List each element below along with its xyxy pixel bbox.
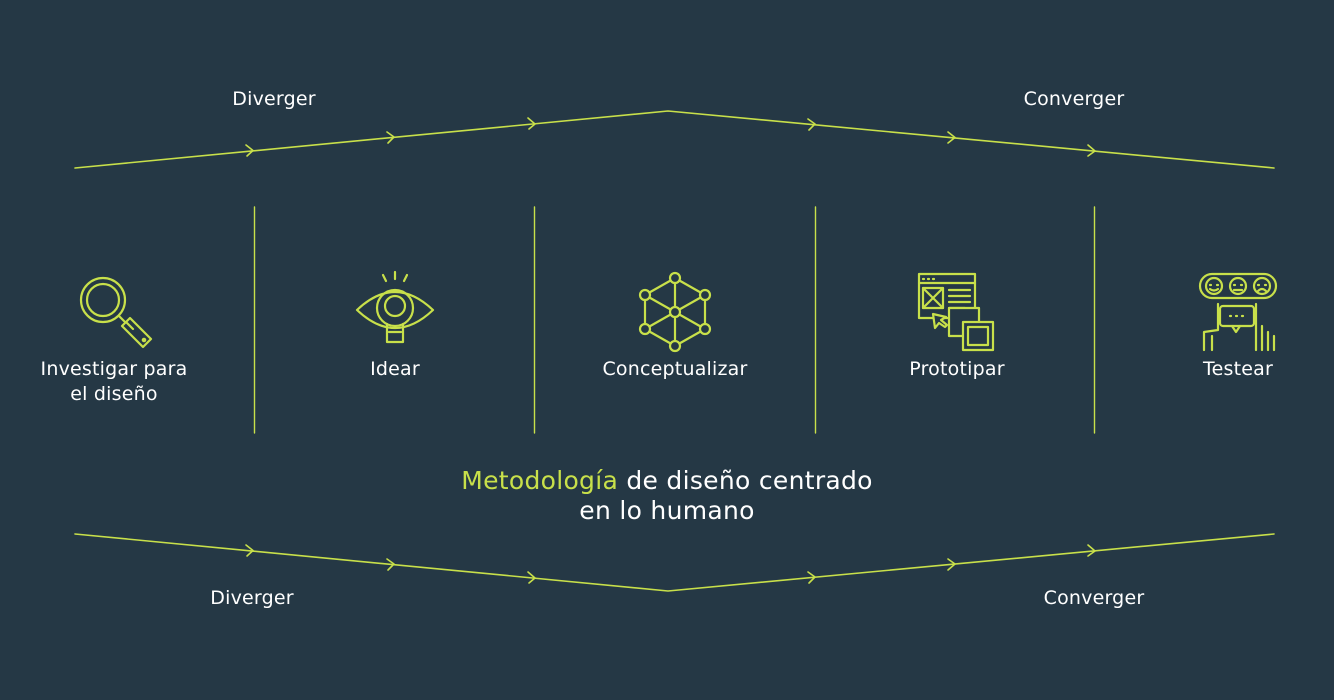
stage-label: Conceptualizar — [602, 358, 748, 380]
arrow-icon — [947, 558, 956, 571]
bottom-diverge-label: Diverger — [210, 587, 294, 609]
stage-conceptualize: Conceptualizar — [565, 270, 785, 382]
arrow-icon — [807, 571, 816, 584]
arrow-icon — [386, 131, 395, 144]
bottom-converge-label: Converger — [1043, 587, 1145, 609]
arrow-icon — [245, 144, 254, 157]
top-flow-line — [74, 110, 1275, 169]
stage-label: Testear — [1203, 358, 1273, 380]
bottom-flow-line — [74, 533, 1275, 592]
arrow-icon — [947, 131, 956, 144]
stage-label: Prototipar — [909, 358, 1005, 380]
arrow-icon — [1087, 144, 1096, 157]
stage-label: Investigar para el diseño — [40, 358, 188, 405]
stage-test: Testear — [1128, 270, 1334, 382]
stage-prototype: Prototipar — [847, 270, 1067, 382]
network-cube-icon — [638, 271, 712, 353]
magnifier-icon — [79, 276, 153, 349]
arrow-icon — [386, 558, 395, 571]
stage-research: Investigar para el diseño — [4, 270, 224, 407]
arrow-icon — [527, 571, 536, 584]
wireframe-windows-icon — [917, 272, 995, 352]
stage-label: Idear — [370, 358, 420, 380]
title-line2: en lo humano — [579, 496, 755, 525]
arrow-icon — [1087, 544, 1096, 557]
eye-bulb-icon — [355, 270, 435, 344]
stage-ideate: Idear — [285, 270, 505, 382]
top-diverge-label: Diverger — [232, 88, 316, 110]
title-highlight: Metodología — [461, 466, 619, 495]
diagram-title: Metodología de diseño centrado en lo hum… — [0, 466, 1334, 526]
arrow-icon — [527, 117, 536, 130]
title-line1: de diseño centrado — [618, 466, 873, 495]
top-converge-label: Converger — [1023, 88, 1125, 110]
arrow-icon — [245, 544, 254, 557]
arrow-icon — [807, 118, 816, 131]
bottom-arrows — [245, 544, 1096, 584]
stage-dividers — [253, 206, 1096, 434]
top-arrows — [245, 117, 1096, 157]
feedback-rating-icon — [1198, 272, 1278, 352]
